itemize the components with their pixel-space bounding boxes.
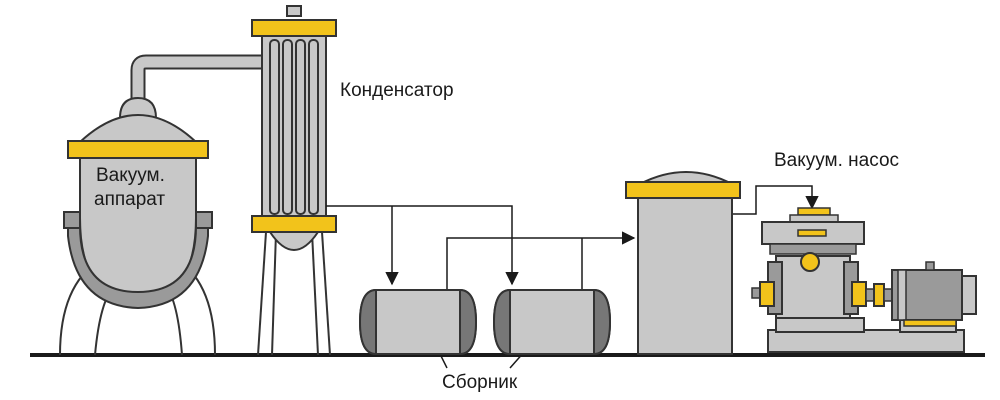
label-vacuum-apparatus-1: Вакуум. (96, 165, 165, 186)
label-vacuum-apparatus-2: аппарат (94, 189, 165, 210)
label-collector: Сборник (442, 372, 518, 393)
receiver-flange (625, 181, 741, 199)
vacuum-pump (751, 207, 977, 353)
condenser-top-flange (251, 19, 337, 37)
apparatus-flange (67, 140, 209, 159)
collector-2 (492, 288, 612, 356)
condenser-bottom-flange (251, 215, 337, 233)
label-vacuum-pump: Вакуум. насос (774, 150, 899, 171)
collector-1 (358, 288, 478, 356)
vacuum-apparatus (59, 54, 262, 356)
label-condenser: Конденсатор (340, 80, 454, 101)
condenser (251, 5, 337, 356)
receiver-tank (625, 171, 741, 355)
